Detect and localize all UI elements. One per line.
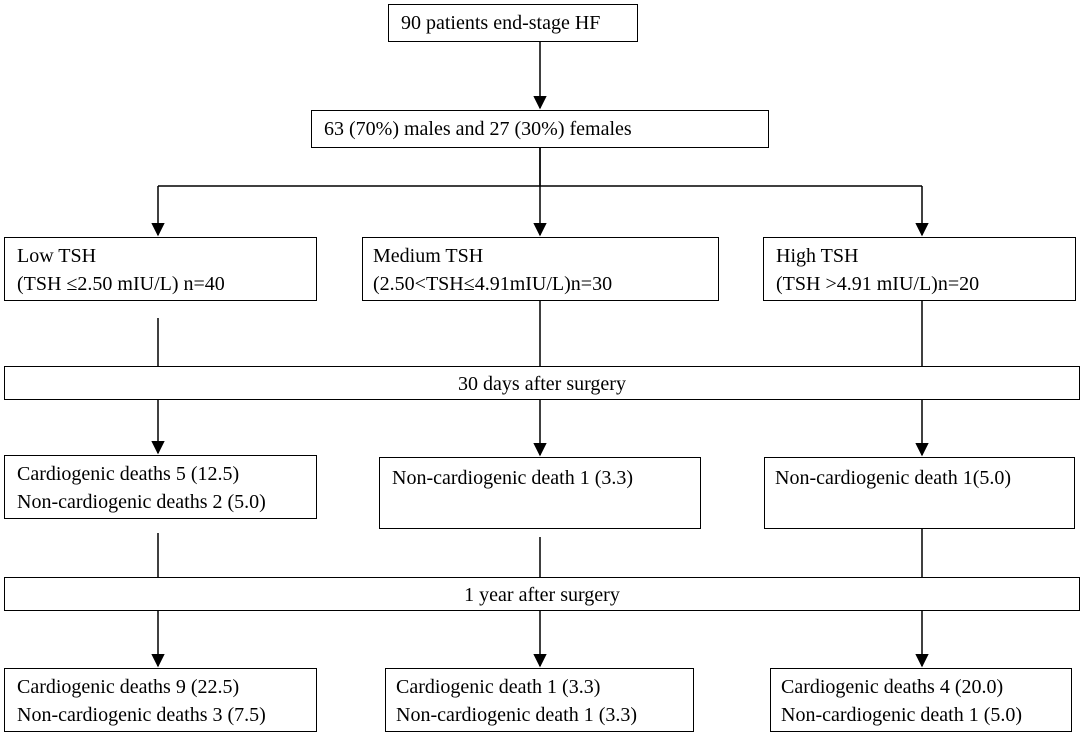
low-tsh-1y-outcome-box: Cardiogenic deaths 9 (22.5) Non-cardioge… (4, 668, 317, 732)
phase-1-year-label: 1 year after surgery (464, 584, 620, 606)
medium-tsh-group-box: Medium TSH (2.50<TSH≤4.91mIU/L)n=30 (362, 237, 719, 301)
medium-1y-cardiogenic: Cardiogenic death 1 (3.3) (396, 676, 601, 698)
low-30d-noncardiogenic: Non-cardiogenic deaths 2 (5.0) (17, 491, 266, 513)
high-30d-noncardiogenic: Non-cardiogenic death 1(5.0) (775, 467, 1012, 489)
medium-tsh-criteria: (2.50<TSH≤4.91mIU/L)n=30 (373, 273, 613, 295)
phase-30-days-label: 30 days after surgery (458, 373, 626, 395)
low-tsh-title: Low TSH (17, 245, 97, 267)
high-tsh-criteria: (TSH >4.91 mIU/L)n=20 (776, 273, 980, 295)
low-30d-cardiogenic: Cardiogenic deaths 5 (12.5) (17, 463, 240, 485)
low-tsh-group-box: Low TSH (TSH ≤2.50 mIU/L) n=40 (4, 237, 317, 301)
phase-1-year-bar: 1 year after surgery (4, 577, 1080, 611)
low-tsh-30d-outcome-box: Cardiogenic deaths 5 (12.5) Non-cardioge… (4, 455, 317, 519)
high-tsh-group-box: High TSH (TSH >4.91 mIU/L)n=20 (763, 237, 1076, 301)
medium-tsh-1y-outcome-box: Cardiogenic death 1 (3.3) Non-cardiogeni… (385, 668, 694, 732)
low-1y-noncardiogenic: Non-cardiogenic deaths 3 (7.5) (17, 704, 266, 726)
medium-30d-noncardiogenic: Non-cardiogenic death 1 (3.3) (392, 467, 634, 489)
low-1y-cardiogenic: Cardiogenic deaths 9 (22.5) (17, 676, 240, 698)
total-patients-text: 90 patients end-stage HF (401, 12, 601, 34)
total-patients-box: 90 patients end-stage HF (388, 4, 638, 42)
high-1y-noncardiogenic: Non-cardiogenic death 1 (5.0) (781, 704, 1023, 726)
high-tsh-title: High TSH (776, 245, 859, 267)
high-tsh-30d-outcome-box: Non-cardiogenic death 1(5.0) (764, 457, 1075, 529)
medium-1y-noncardiogenic: Non-cardiogenic death 1 (3.3) (396, 704, 638, 726)
sex-distribution-text: 63 (70%) males and 27 (30%) females (324, 118, 632, 140)
high-tsh-1y-outcome-box: Cardiogenic deaths 4 (20.0) Non-cardioge… (770, 668, 1072, 732)
high-1y-cardiogenic: Cardiogenic deaths 4 (20.0) (781, 676, 1004, 698)
sex-distribution-box: 63 (70%) males and 27 (30%) females (311, 110, 769, 148)
phase-30-days-bar: 30 days after surgery (4, 366, 1080, 400)
medium-tsh-title: Medium TSH (373, 245, 484, 267)
medium-tsh-30d-outcome-box: Non-cardiogenic death 1 (3.3) (379, 457, 701, 529)
low-tsh-criteria: (TSH ≤2.50 mIU/L) n=40 (17, 273, 225, 295)
